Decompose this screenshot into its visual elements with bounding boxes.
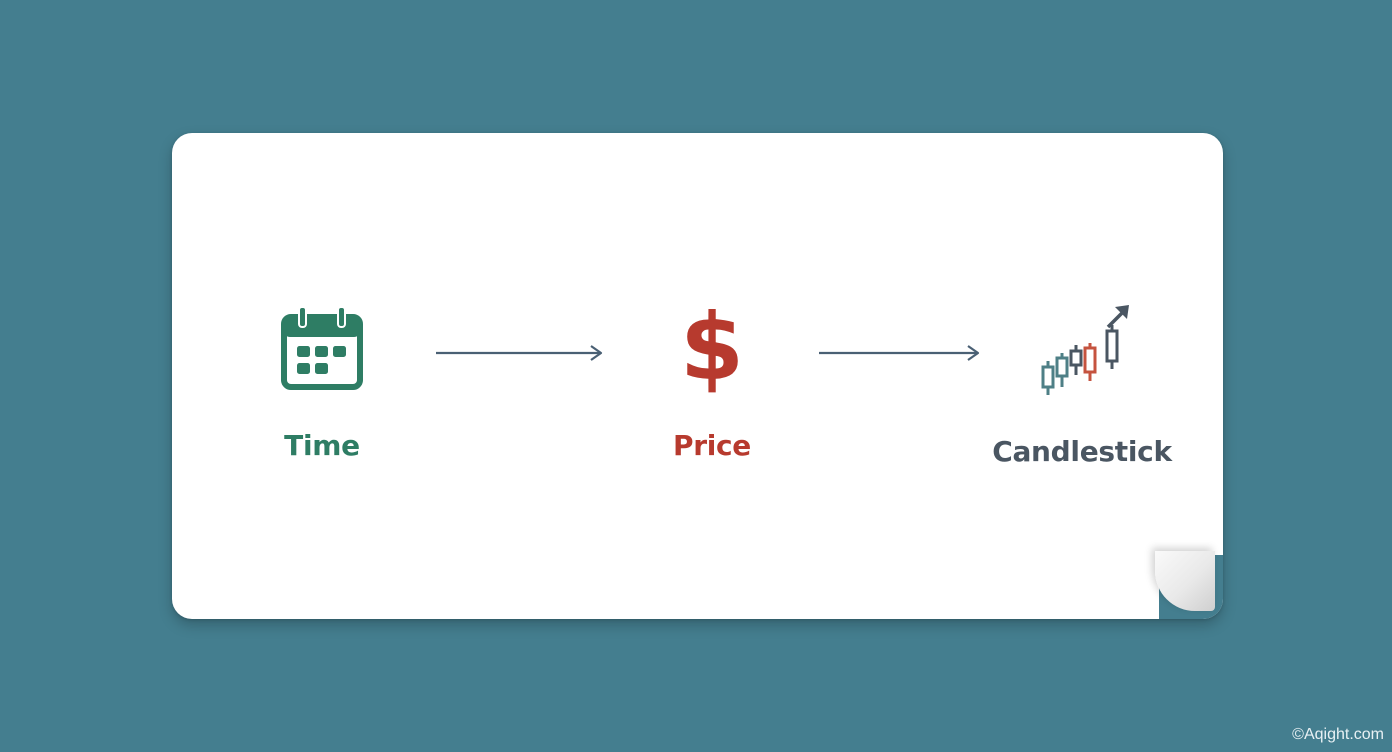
- calendar-icon: [281, 306, 363, 390]
- candlestick-label: Candlestick: [992, 435, 1172, 468]
- dollar-symbol: $: [679, 294, 744, 401]
- diagram-card: Time $ Price: [172, 133, 1223, 619]
- candlestick-chart-icon: [1041, 305, 1129, 395]
- candlestick-node: Candlestick: [992, 303, 1172, 468]
- arrow-price-to-candlestick: [819, 345, 980, 361]
- dollar-sign-icon: $: [642, 302, 782, 394]
- watermark: ©Aqight.com: [1292, 726, 1384, 743]
- time-label: Time: [284, 429, 360, 462]
- arrow-time-to-price: [436, 345, 603, 361]
- price-node: $ Price: [642, 302, 782, 463]
- price-label: Price: [672, 429, 752, 462]
- time-node: Time: [262, 303, 382, 462]
